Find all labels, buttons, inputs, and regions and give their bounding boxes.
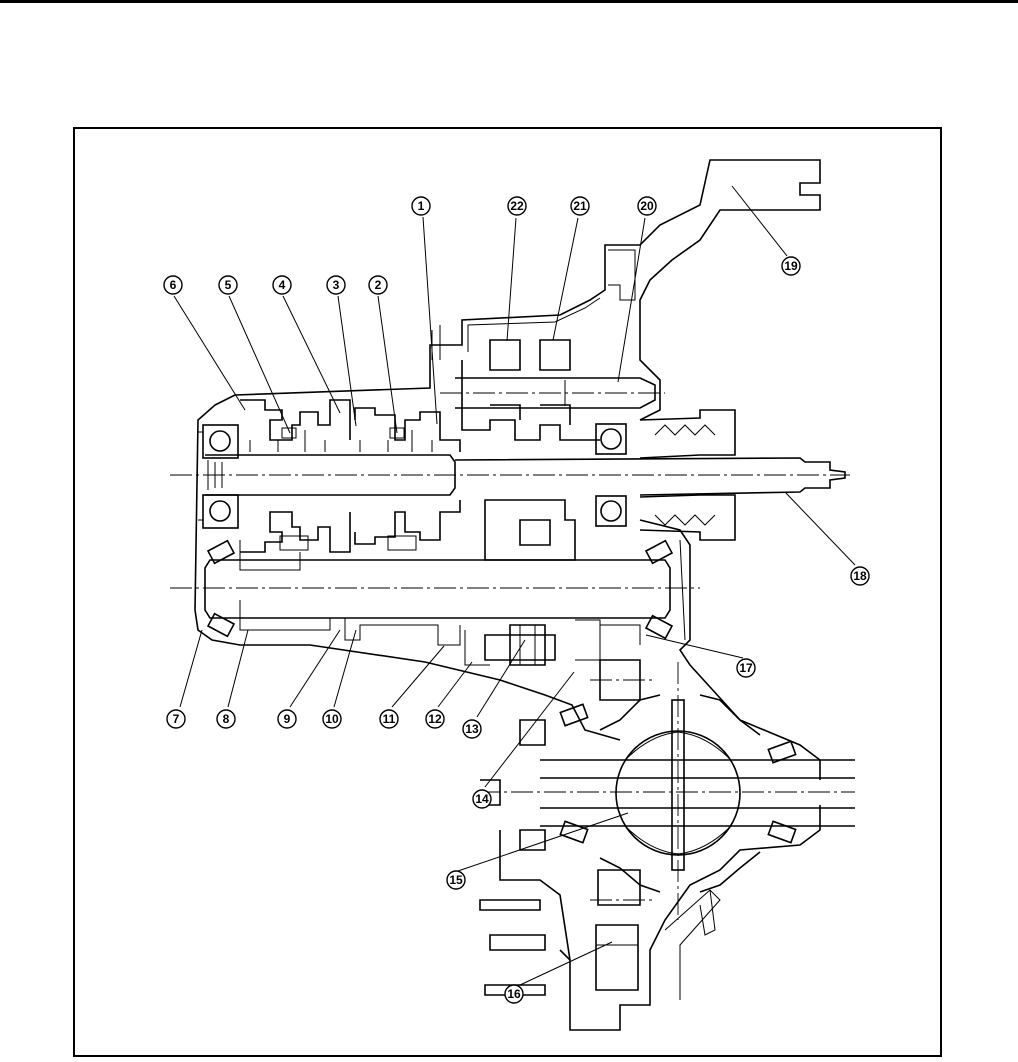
callout-16-label: 16 xyxy=(507,987,521,1001)
callout-17: 17 xyxy=(737,659,755,677)
callout-13-label: 13 xyxy=(465,722,479,736)
callout-2-label: 2 xyxy=(375,278,382,292)
callout-5: 5 xyxy=(219,276,237,294)
callout-19: 19 xyxy=(782,257,800,275)
callout-16: 16 xyxy=(505,985,523,1003)
callout-2: 2 xyxy=(369,276,387,294)
leader-lines xyxy=(174,186,855,985)
callout-12-label: 12 xyxy=(428,712,442,726)
callout-8-label: 8 xyxy=(223,712,230,726)
callout-18: 18 xyxy=(851,567,869,585)
callout-3: 3 xyxy=(327,276,345,294)
callout-10: 10 xyxy=(323,710,341,728)
callout-20-label: 20 xyxy=(640,199,654,213)
callout-12: 12 xyxy=(426,710,444,728)
callout-21: 21 xyxy=(571,197,589,215)
callout-20: 20 xyxy=(638,197,656,215)
callout-11: 11 xyxy=(380,710,398,728)
callout-18-label: 18 xyxy=(853,569,867,583)
final-drive-pinion-gears xyxy=(485,500,575,665)
callout-7-label: 7 xyxy=(173,712,180,726)
callout-4: 4 xyxy=(273,276,291,294)
callout-5-label: 5 xyxy=(225,278,232,292)
callout-1: 1 xyxy=(412,197,430,215)
callout-9-label: 9 xyxy=(284,712,291,726)
callout-6-label: 6 xyxy=(170,278,177,292)
callout-22: 22 xyxy=(508,197,526,215)
callout-3-label: 3 xyxy=(333,278,340,292)
callout-21-label: 21 xyxy=(573,199,587,213)
upper-gear-pack xyxy=(240,400,460,452)
input-bearing xyxy=(198,425,238,528)
callout-10-label: 10 xyxy=(325,712,339,726)
callout-9: 9 xyxy=(278,710,296,728)
callout-4-label: 4 xyxy=(279,278,286,292)
callout-6: 6 xyxy=(164,276,182,294)
idler-gears xyxy=(455,340,655,440)
callout-1-label: 1 xyxy=(418,199,425,213)
tapered-bearings xyxy=(208,541,796,843)
countershaft xyxy=(205,560,670,665)
differential xyxy=(480,660,855,990)
callout-7: 7 xyxy=(167,710,185,728)
callout-14: 14 xyxy=(473,790,491,808)
callout-14-label: 14 xyxy=(475,792,489,806)
callout-11-label: 11 xyxy=(383,712,396,726)
callout-19-label: 19 xyxy=(784,259,798,273)
callout-13: 13 xyxy=(463,720,481,738)
centerlines xyxy=(170,393,855,920)
callout-8: 8 xyxy=(217,710,235,728)
callout-15-label: 15 xyxy=(449,873,463,887)
callout-22-label: 22 xyxy=(510,199,524,213)
callout-15: 15 xyxy=(447,871,465,889)
callout-17-label: 17 xyxy=(739,661,753,675)
